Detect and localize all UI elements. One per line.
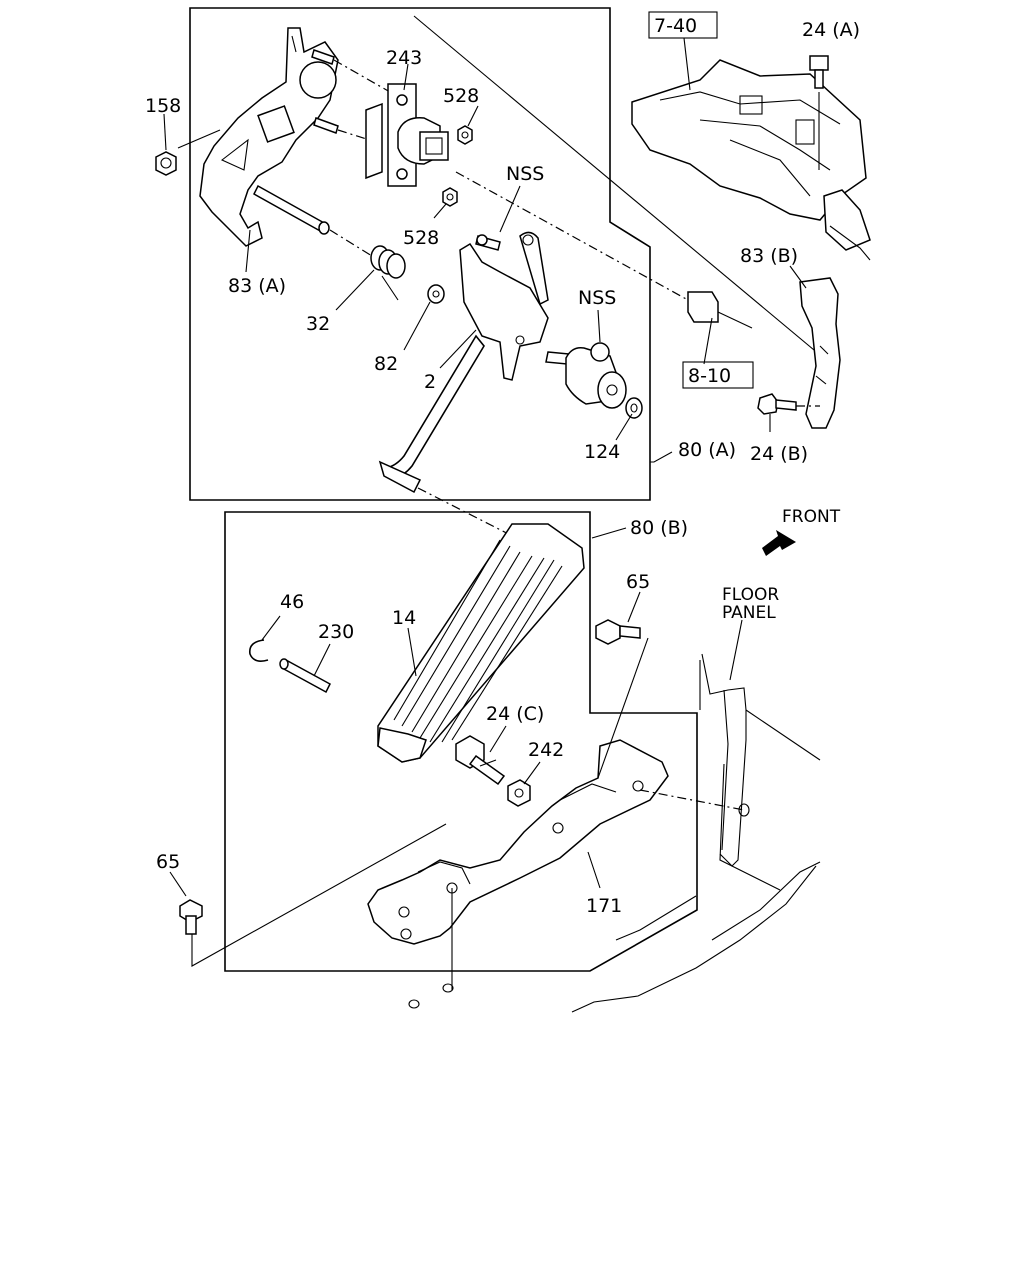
callout-46: 46 — [280, 591, 304, 613]
pedal-mounting-bracket — [199, 27, 339, 247]
callout-14: 14 — [392, 607, 416, 629]
nut-528-top — [457, 125, 473, 145]
callout-158: 158 — [145, 95, 181, 117]
callout-nss-damper: NSS — [578, 287, 616, 309]
nut-158 — [155, 129, 221, 176]
bolt-65-left — [179, 823, 447, 967]
nut-82 — [427, 284, 445, 304]
callout-80b: 80 (B) — [630, 517, 688, 539]
floor-panel-label-line2: PANEL — [722, 603, 776, 623]
floor-panel — [571, 653, 821, 1013]
pedal-bracket-171 — [367, 637, 745, 990]
callout-124: 124 — [584, 441, 620, 463]
callout-24a: 24 (A) — [802, 19, 860, 41]
pivot-shaft — [253, 184, 373, 257]
callout-65-top: 65 — [626, 571, 650, 593]
callout-8-10: 8-10 — [688, 365, 731, 387]
callout-82: 82 — [374, 353, 398, 375]
guide-line-top — [413, 15, 827, 361]
callout-32: 32 — [306, 313, 330, 335]
callout-83b: 83 (B) — [740, 245, 798, 267]
pedal-pad-14 — [377, 523, 585, 763]
callout-171: 171 — [586, 895, 622, 917]
bolt-24b — [757, 393, 820, 415]
assembly-frame-80b — [224, 511, 698, 972]
bolt-24a — [809, 55, 829, 170]
collar-242 — [507, 779, 531, 807]
return-spring-32 — [370, 245, 406, 301]
callout-24b: 24 (B) — [750, 443, 808, 465]
callout-65-left: 65 — [156, 851, 180, 873]
pedal-position-sensor-243 — [365, 83, 449, 187]
ref-box-7-40 — [648, 11, 718, 39]
nss-damper — [545, 342, 627, 409]
floor-hole — [442, 983, 454, 993]
bolt-65-top — [595, 619, 641, 645]
callout-nss-screw: NSS — [506, 163, 544, 185]
bracket-83b — [799, 277, 841, 429]
pin-230 — [279, 658, 331, 694]
callout-528-top: 528 — [443, 85, 479, 107]
floor-hole — [738, 803, 750, 817]
front-direction-arrow — [762, 530, 796, 556]
dash-crossmember — [631, 59, 871, 261]
bolt-24c — [455, 735, 506, 786]
bracket-studs — [311, 49, 391, 143]
callout-243: 243 — [386, 47, 422, 69]
callout-242: 242 — [528, 739, 564, 761]
assembly-frame-80a — [189, 7, 651, 501]
callout-7-40: 7-40 — [654, 15, 697, 37]
callout-24c: 24 (C) — [486, 703, 544, 725]
callout-83a: 83 (A) — [228, 275, 286, 297]
nut-528-mid — [442, 187, 458, 207]
callout-230: 230 — [318, 621, 354, 643]
harness-connector — [455, 171, 753, 329]
ref-box-8-10 — [682, 361, 754, 389]
washer-124 — [625, 397, 643, 419]
callout-80a: 80 (A) — [678, 439, 736, 461]
callout-2: 2 — [424, 371, 436, 393]
front-label: FRONT — [782, 507, 841, 527]
floor-panel-label-line1: FLOOR — [722, 585, 779, 605]
leader-lines — [163, 37, 807, 897]
clip-46 — [248, 639, 269, 662]
pedal-arm-2 — [378, 231, 549, 494]
floor-hole — [408, 999, 420, 1009]
callout-528-mid: 528 — [403, 227, 439, 249]
nss-screw — [475, 234, 501, 251]
